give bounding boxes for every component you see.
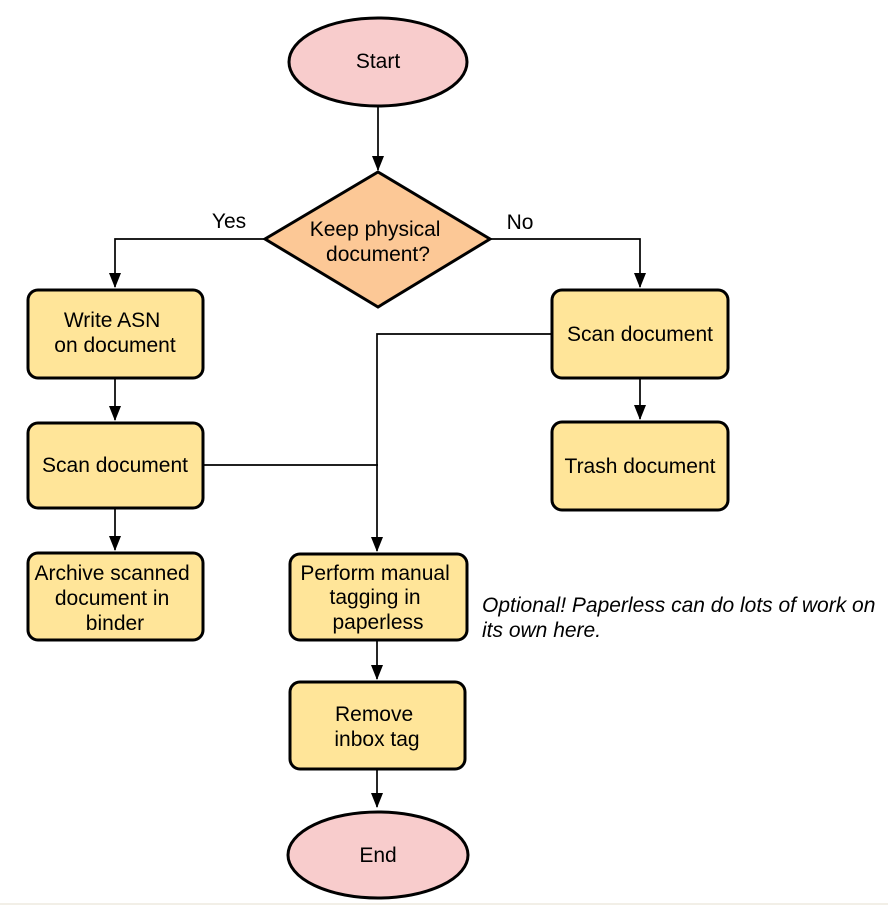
node-trash-document: Trash document [550, 420, 730, 512]
node-decision-label-line2: document? [326, 243, 430, 266]
node-manual-tagging-label: Perform manual tagging in paperless [300, 562, 455, 634]
node-remove-inbox-tag-label-line1: Remove [335, 703, 413, 726]
annotation-optional-line2: its own here. [482, 619, 601, 642]
node-manual-tagging-label-line3: paperless [332, 611, 423, 634]
node-write-asn-label-line2: on document [54, 334, 176, 357]
node-write-asn-label: Write ASN on document [54, 309, 176, 357]
edge-scan-right-to-tagging [371, 333, 552, 552]
node-archive-binder-label: Archive scanned document in binder [34, 562, 195, 635]
edge-decision-no-to-scan-right [490, 238, 646, 288]
node-remove-inbox-tag-label-line2: inbox tag [334, 728, 419, 751]
node-end-label: End [359, 844, 396, 867]
edge-label-yes: Yes [212, 210, 246, 233]
node-write-asn-label-line1: Write ASN [64, 309, 160, 332]
end-ellipse [286, 810, 470, 900]
manual-tagging-rect [288, 552, 469, 642]
node-manual-tagging-label-line1: Perform manual [300, 562, 449, 585]
annotation-optional-line1: Optional! Paperless can do lots of work … [482, 594, 875, 617]
node-scan-document-right: Scan document [550, 288, 730, 380]
start-ellipse [287, 16, 469, 108]
node-scan-document-left: Scan document [26, 421, 205, 510]
edge-decision-yes-to-write-asn [109, 238, 265, 288]
node-scan-document-right-label: Scan document [567, 323, 713, 346]
node-decision-label: Keep physical document? [310, 218, 447, 266]
edge-label-no: No [507, 211, 534, 234]
node-trash-document-label: Trash document [565, 455, 716, 478]
node-manual-tagging: Perform manual tagging in paperless [288, 552, 469, 642]
node-decision-keep-physical: Keep physical document? [262, 170, 493, 309]
node-write-asn: Write ASN on document [26, 288, 205, 380]
node-scan-document-left-label: Scan document [42, 454, 188, 477]
scan-document-left-rect [26, 421, 205, 510]
write-asn-rect [26, 288, 205, 380]
node-archive-binder-label-line2: document in [55, 587, 169, 610]
remove-inbox-tag-rect [288, 680, 467, 771]
node-remove-inbox-tag-label: Remove inbox tag [334, 703, 419, 751]
trash-document-rect [550, 420, 730, 512]
scan-document-right-rect [550, 288, 730, 380]
node-remove-inbox-tag: Remove inbox tag [288, 680, 467, 771]
node-start: Start [287, 16, 469, 108]
node-decision-label-line1: Keep physical [310, 218, 441, 241]
bottom-edge-line [0, 903, 888, 905]
node-end: End [286, 810, 470, 900]
node-archive-binder: Archive scanned document in binder [26, 551, 205, 642]
node-archive-binder-label-line3: binder [86, 612, 144, 635]
decision-diamond [262, 170, 493, 309]
edges [109, 104, 646, 808]
node-manual-tagging-label-line2: tagging in [330, 586, 421, 609]
annotation-optional: Optional! Paperless can do lots of work … [482, 594, 881, 642]
archive-binder-rect [26, 551, 205, 642]
node-archive-binder-label-line1: Archive scanned [34, 562, 189, 585]
node-start-label: Start [356, 50, 401, 73]
